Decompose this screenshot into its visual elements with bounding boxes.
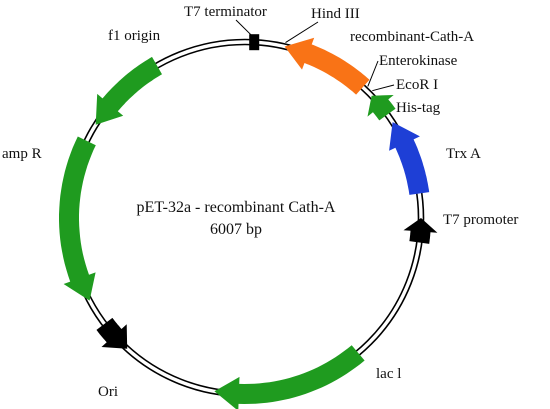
feature-arrow-f1-origin: [95, 56, 162, 125]
feature-arrow-recombinant-cath-a: [284, 37, 370, 95]
label-trx-a: Trx A: [446, 146, 481, 162]
label-enterokinase: Enterokinase: [379, 53, 458, 69]
feature-arrow-his-tag: [367, 95, 396, 121]
label-amp-r: amp R: [2, 146, 42, 162]
label-recombinant-cath-a: recombinant-Cath-A: [350, 29, 474, 45]
leader-line-enterokinase: [367, 60, 379, 87]
label-lac-i: lac l: [376, 366, 401, 382]
site-leader-lines: [235, 19, 395, 92]
feature-arrow-lac-i: [214, 345, 365, 409]
leader-line-hind-iii: [285, 21, 319, 44]
label-t7-promoter: T7 promoter: [443, 212, 518, 228]
label-hind-iii: Hind III: [311, 6, 360, 22]
label-t7-terminator: T7 terminator: [184, 4, 267, 20]
label-ori: Ori: [98, 384, 118, 400]
feature-arrows: [59, 37, 438, 409]
t7-terminator-marker: [249, 34, 260, 51]
leader-line-ecor-i: [372, 84, 395, 92]
feature-arrow-amp-r: [59, 136, 96, 301]
label-his-tag: His-tag: [396, 100, 441, 116]
feature-arrow-t7-promoter: [403, 218, 438, 244]
plasmid-name: pET-32a - recombinant Cath-A: [137, 199, 336, 216]
plasmid-size: 6007 bp: [210, 221, 262, 238]
leader-line-t7-terminator: [235, 19, 255, 39]
label-f1-origin: f1 origin: [108, 28, 161, 44]
feature-arrow-ori: [96, 317, 128, 349]
feature-arrow-trx-a: [389, 122, 430, 195]
label-ecor-i: EcoR I: [396, 77, 438, 93]
